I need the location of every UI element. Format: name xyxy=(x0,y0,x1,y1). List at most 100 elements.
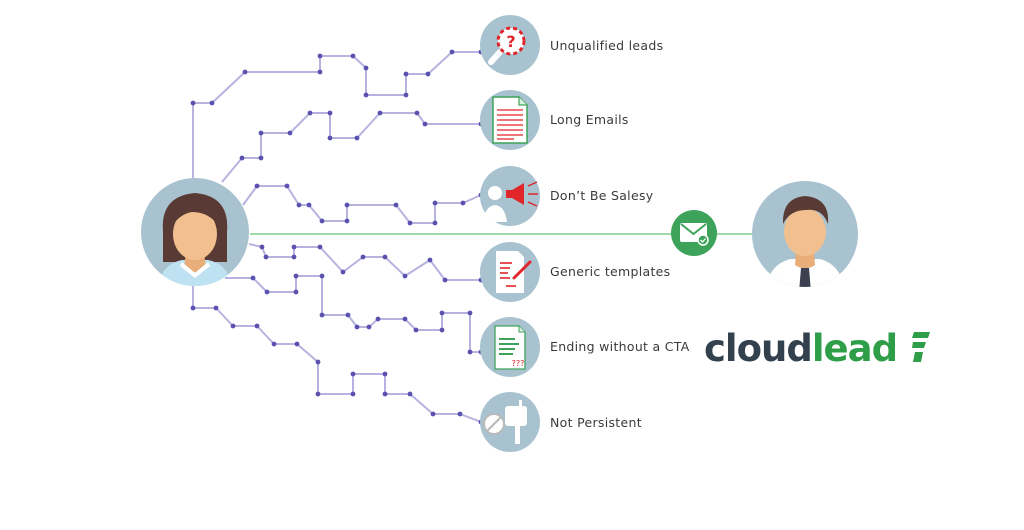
wire-node xyxy=(271,341,277,347)
wire-node xyxy=(319,218,325,224)
wire-node xyxy=(293,289,299,295)
wire-node xyxy=(449,49,455,55)
wire-1 xyxy=(192,51,481,181)
label-unqualified-leads: Unqualified leads xyxy=(550,38,664,53)
wire-node xyxy=(315,391,321,397)
wire-3 xyxy=(242,185,482,224)
wire-2 xyxy=(221,112,481,183)
man-avatar xyxy=(752,181,858,287)
woman-avatar xyxy=(141,178,249,286)
wire-node xyxy=(293,273,299,279)
wire-node xyxy=(258,130,264,136)
wire-node xyxy=(425,71,431,77)
wire-node xyxy=(413,327,419,333)
wire-node xyxy=(213,305,219,311)
label-ending-without-cta: Ending without a CTA xyxy=(550,339,690,354)
wire-node xyxy=(382,391,388,397)
label-not-persistent: Not Persistent xyxy=(550,415,642,430)
wire-node xyxy=(427,257,433,263)
wire-node xyxy=(403,71,409,77)
wire-node xyxy=(284,183,290,189)
wire-node xyxy=(393,202,399,208)
wire-node xyxy=(263,254,269,260)
wire-node xyxy=(382,371,388,377)
wire-node xyxy=(242,69,248,75)
wire-node xyxy=(350,53,356,59)
wire-node xyxy=(319,312,325,318)
megaphone-icon xyxy=(480,166,540,226)
label-dont-be-salesy: Don’t Be Salesy xyxy=(550,188,654,203)
wire-node xyxy=(327,110,333,116)
wire-node xyxy=(363,65,369,71)
wire-node xyxy=(439,327,445,333)
wire-node xyxy=(315,359,321,365)
wire-node xyxy=(327,135,333,141)
wire-node xyxy=(360,254,366,260)
wire-node xyxy=(258,155,264,161)
connection-nodes xyxy=(190,49,484,425)
wire-node xyxy=(287,130,293,136)
wire-node xyxy=(377,110,383,116)
wire-node xyxy=(407,391,413,397)
wire-node xyxy=(354,324,360,330)
wire-node xyxy=(306,202,312,208)
wire-node xyxy=(190,305,196,311)
wire-node xyxy=(317,53,323,59)
wire-6 xyxy=(192,286,482,423)
wire-4 xyxy=(248,243,481,281)
svg-text:?: ? xyxy=(506,32,515,51)
wire-node xyxy=(307,110,313,116)
wire-node xyxy=(403,92,409,98)
wire-node xyxy=(467,310,473,316)
wire-node xyxy=(239,155,245,161)
wire-node xyxy=(259,244,265,250)
doc-question-marks: ??? xyxy=(512,359,525,368)
wire-node xyxy=(254,323,260,329)
wire-node xyxy=(460,200,466,206)
label-generic-templates: Generic templates xyxy=(550,264,671,279)
wire-node xyxy=(230,323,236,329)
long-document-icon xyxy=(480,90,540,150)
wire-node xyxy=(430,411,436,417)
question-document-icon: ??? xyxy=(480,317,540,377)
wire-5 xyxy=(225,275,481,353)
wire-node xyxy=(402,316,408,322)
wire-node xyxy=(209,100,215,106)
wire-node xyxy=(317,244,323,250)
wire-node xyxy=(422,121,428,127)
wire-node xyxy=(190,100,196,106)
wire-node xyxy=(340,269,346,275)
edit-document-icon xyxy=(480,242,540,302)
wire-node xyxy=(432,220,438,226)
wire-node xyxy=(407,220,413,226)
mailbox-blocked-icon xyxy=(480,392,540,452)
brand-mark-icon xyxy=(912,332,930,362)
wire-node xyxy=(350,391,356,397)
magnifier-question-icon: ? xyxy=(480,15,540,75)
wire-node xyxy=(442,277,448,283)
wire-node xyxy=(294,341,300,347)
wire-node xyxy=(467,349,473,355)
wire-node xyxy=(382,254,388,260)
wire-node xyxy=(254,183,260,189)
wire-node xyxy=(344,218,350,224)
wire-node xyxy=(291,244,297,250)
envelope-check-icon xyxy=(671,210,717,256)
wire-node xyxy=(291,254,297,260)
brand-part2: lead xyxy=(811,327,898,370)
wire-node xyxy=(319,273,325,279)
wire-node xyxy=(375,316,381,322)
wire-node xyxy=(250,275,256,281)
wire-node xyxy=(432,200,438,206)
wire-node xyxy=(317,69,323,75)
brand-part1: cloud xyxy=(704,327,813,370)
wire-node xyxy=(264,289,270,295)
wire-node xyxy=(366,324,372,330)
wire-node xyxy=(345,312,351,318)
wire-node xyxy=(296,202,302,208)
wire-node xyxy=(354,135,360,141)
wire-node xyxy=(350,371,356,377)
wire-node xyxy=(439,310,445,316)
wire-node xyxy=(363,92,369,98)
